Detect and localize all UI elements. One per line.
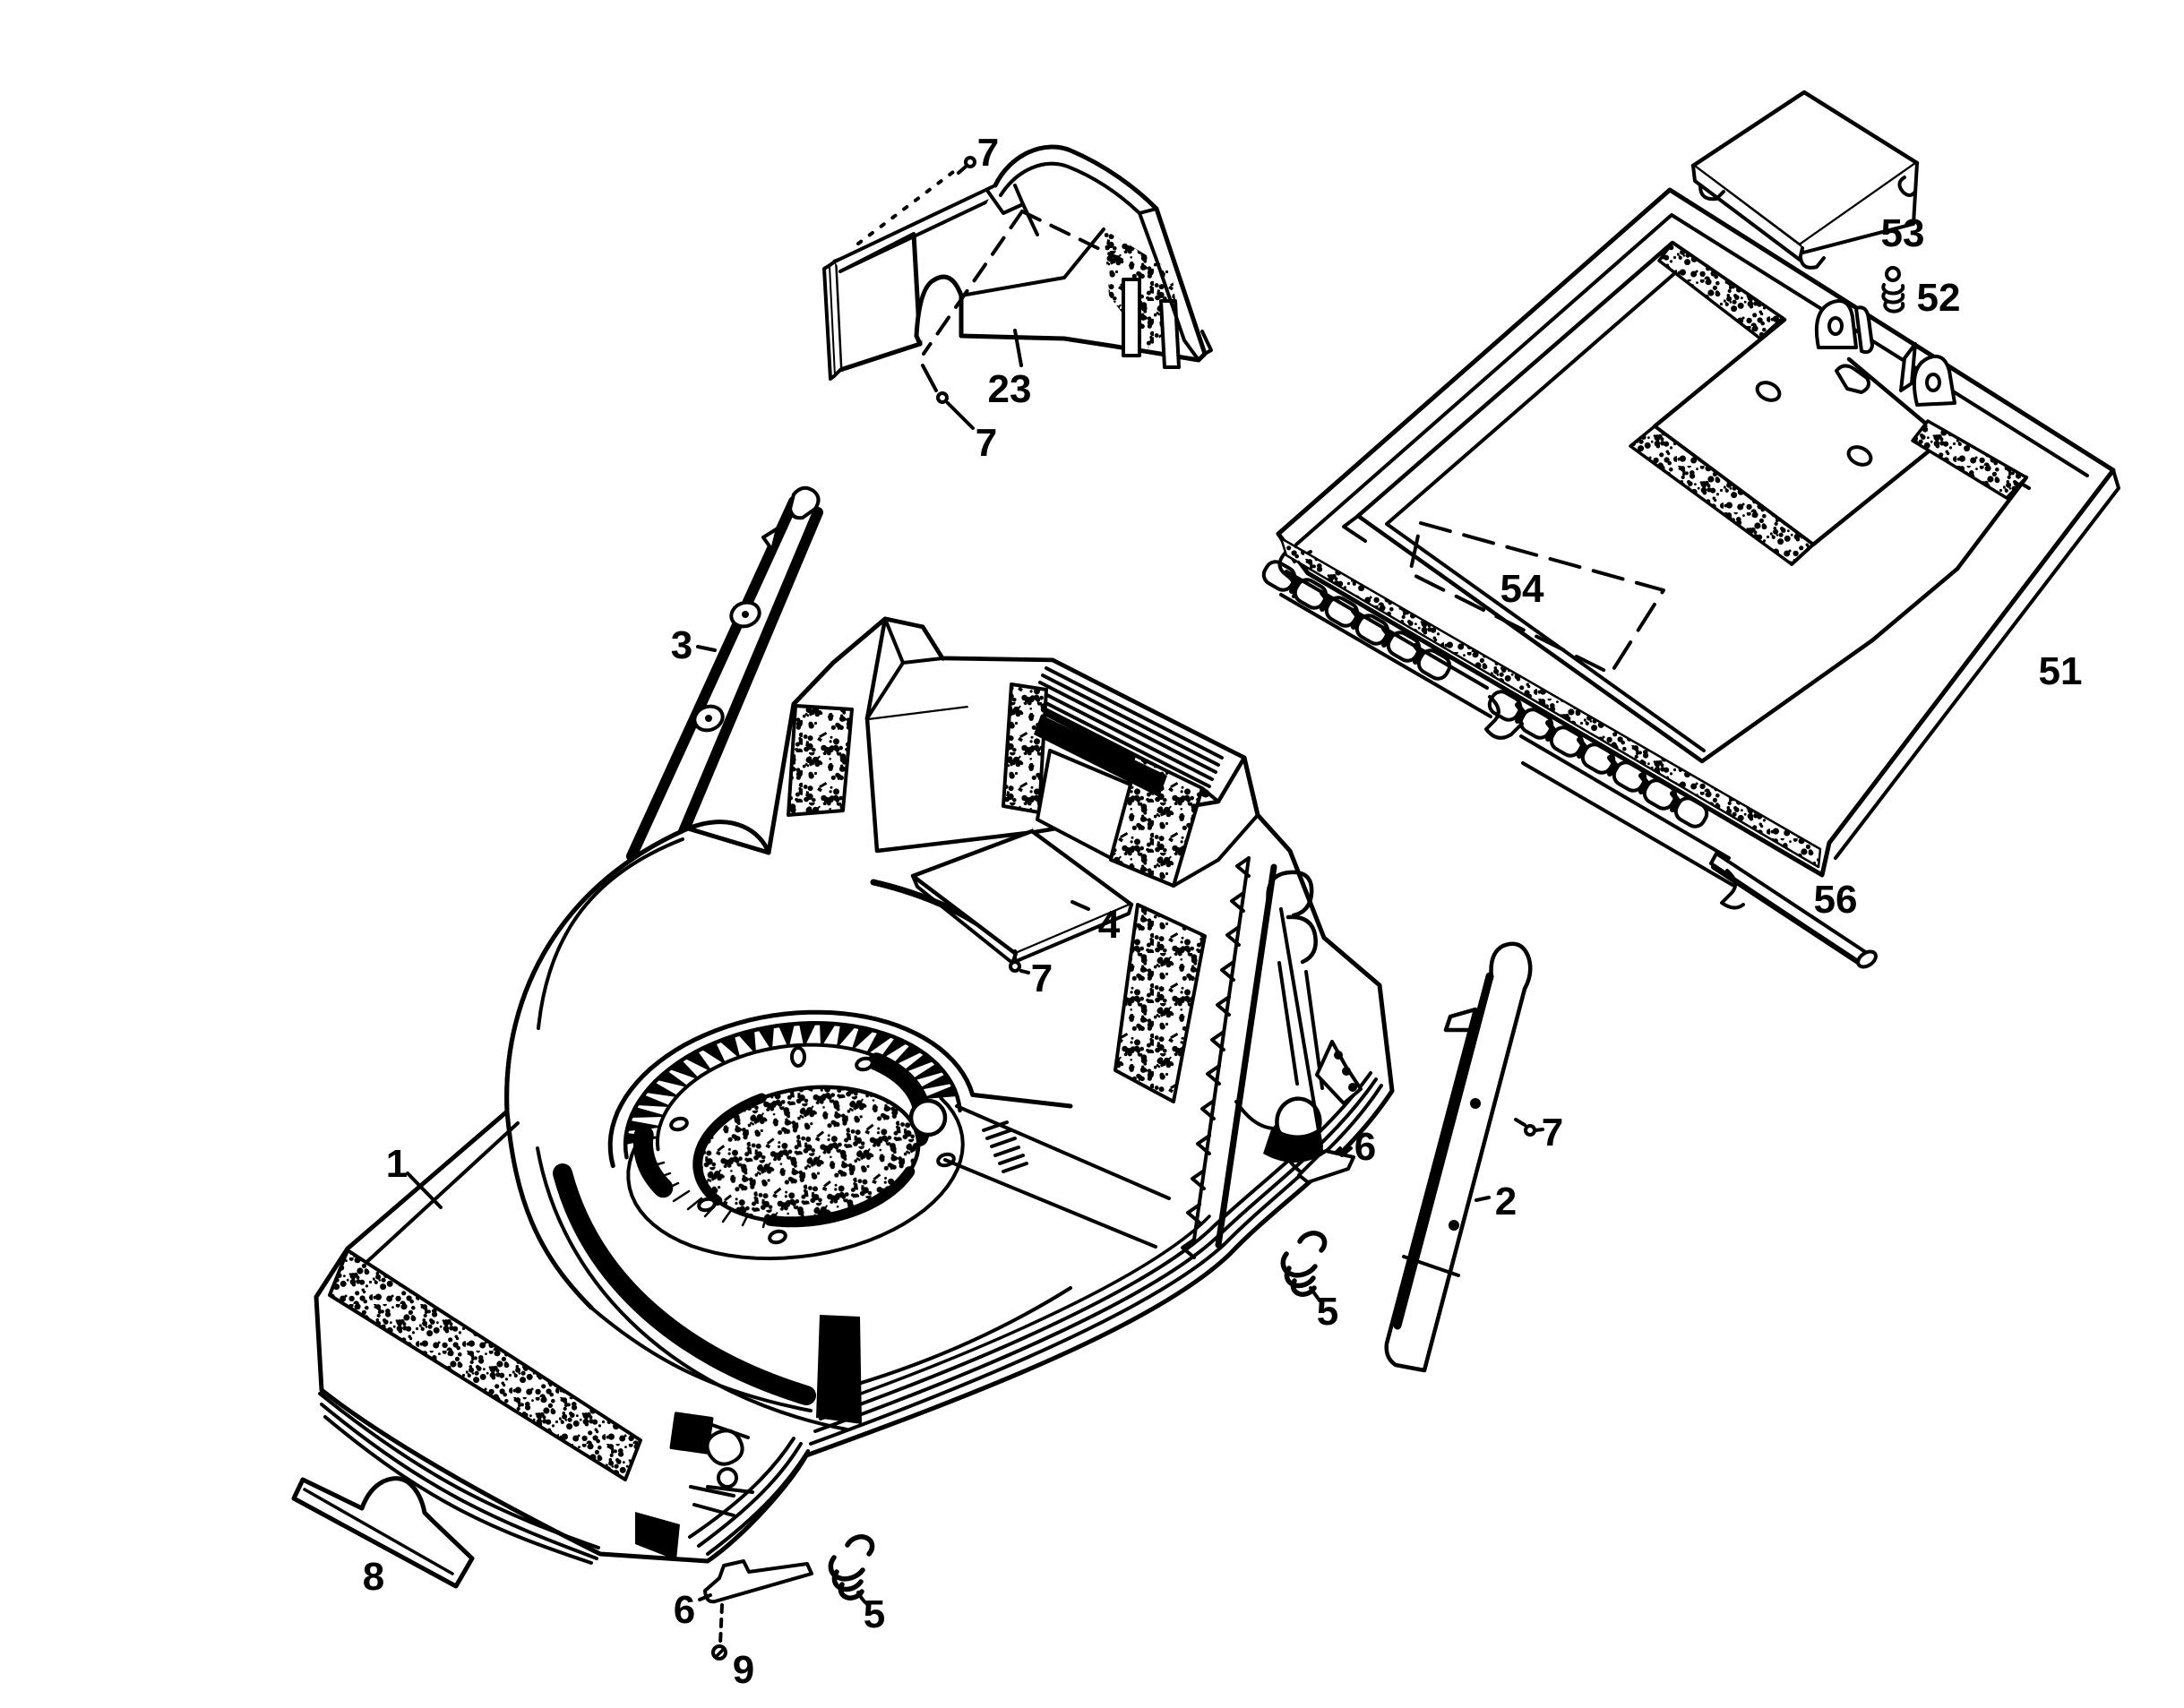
svg-text:5: 5 [864, 1592, 885, 1636]
svg-text:8: 8 [363, 1555, 384, 1599]
svg-text:54: 54 [1500, 567, 1544, 611]
svg-text:1: 1 [386, 1142, 408, 1186]
svg-text:7: 7 [976, 421, 997, 465]
svg-text:51: 51 [2039, 649, 2083, 693]
svg-text:4: 4 [1098, 903, 1121, 947]
svg-text:6: 6 [674, 1588, 695, 1632]
svg-text:52: 52 [1917, 276, 1961, 320]
svg-text:9: 9 [733, 1648, 754, 1692]
svg-text:2: 2 [1495, 1180, 1517, 1223]
svg-text:7: 7 [1031, 957, 1053, 1000]
svg-text:5: 5 [1317, 1290, 1338, 1334]
svg-text:56: 56 [1814, 878, 1858, 922]
svg-text:3: 3 [671, 623, 692, 667]
svg-text:53: 53 [1881, 211, 1925, 255]
svg-text:7: 7 [1542, 1111, 1563, 1154]
svg-text:7: 7 [977, 131, 999, 175]
svg-text:6: 6 [1354, 1125, 1376, 1169]
svg-text:23: 23 [988, 367, 1032, 411]
